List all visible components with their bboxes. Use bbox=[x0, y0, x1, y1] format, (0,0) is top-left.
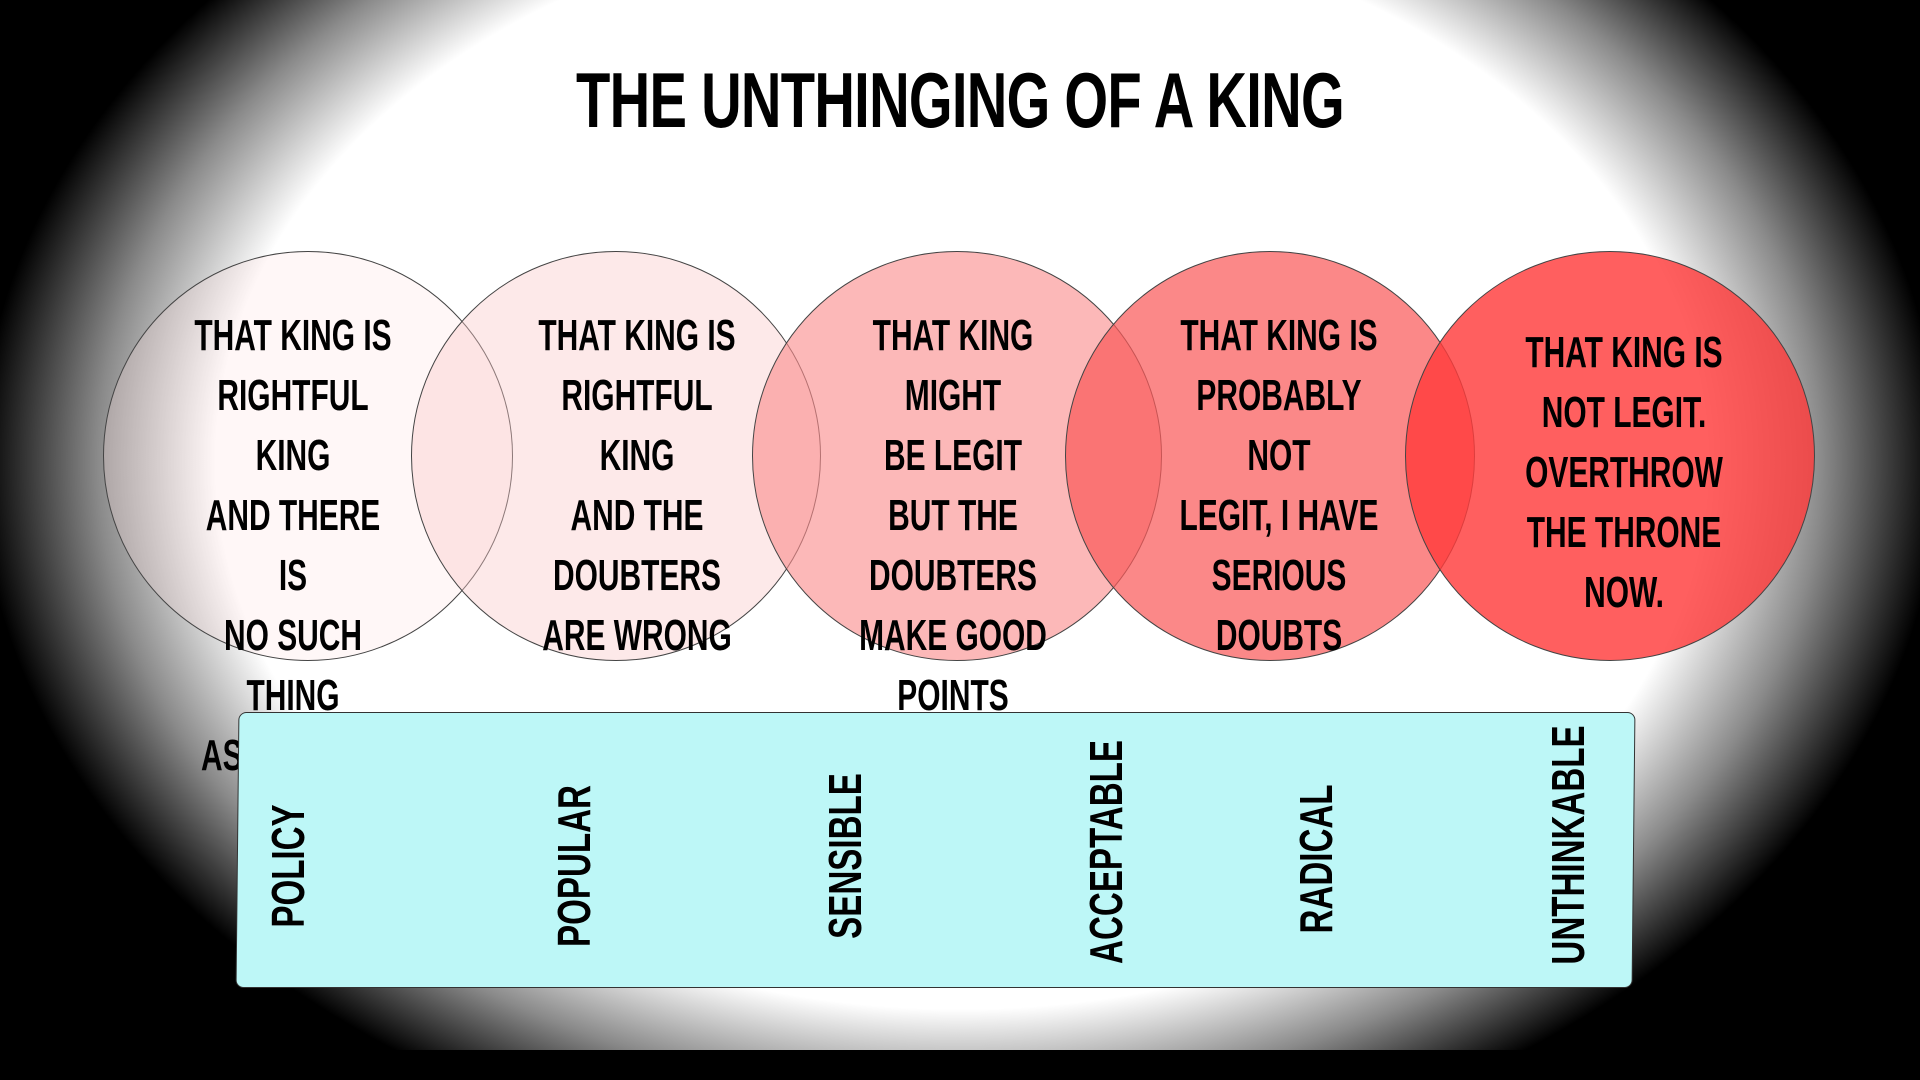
circle-not-legit bbox=[1405, 251, 1815, 661]
scale-label-sensible: SENSIBLE bbox=[819, 773, 871, 939]
scale-label-acceptable: ACCEPTABLE bbox=[1080, 740, 1132, 964]
circle-text-2: THAT KING IS RIGHTFUL KING AND THE DOUBT… bbox=[538, 311, 736, 660]
circle-text-4: THAT KING IS PROBABLY NOT LEGIT, I HAVE … bbox=[1179, 311, 1379, 660]
scale-label-unthinkable: UNTHINKABLE bbox=[1542, 725, 1594, 965]
circle-text-3: THAT KING MIGHT BE LEGIT BUT THE DOUBTER… bbox=[859, 311, 1047, 720]
overton-scale-panel bbox=[235, 712, 1636, 988]
circle-text-1: THAT KING IS RIGHTFUL KING AND THERE IS … bbox=[194, 311, 392, 780]
scale-label-popular: POPULAR bbox=[548, 785, 600, 947]
circle-text-5: THAT KING IS NOT LEGIT. OVERTHROW THE TH… bbox=[1525, 328, 1723, 617]
scale-label-policy: POLICY bbox=[262, 804, 314, 928]
scale-label-radical: RADICAL bbox=[1290, 784, 1342, 934]
bottom-bar bbox=[0, 1050, 1920, 1080]
page-title: THE UNTHINGING OF A KING bbox=[576, 56, 1345, 144]
